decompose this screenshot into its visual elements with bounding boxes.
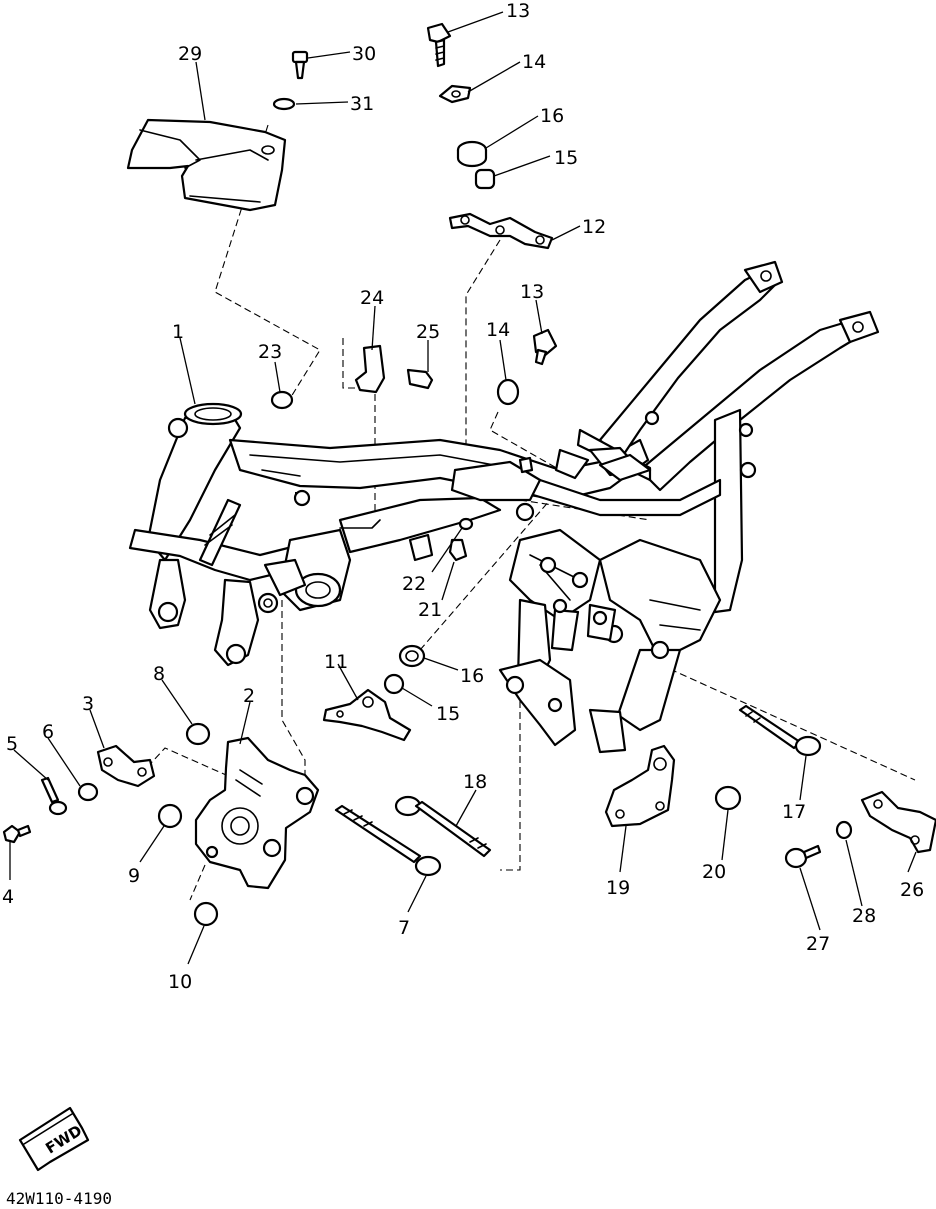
callouts: 1 2 3 4 5 6 7 8 9 10 11 12 13 13 14 14 1… <box>2 0 924 993</box>
callout-31: 31 <box>350 93 374 115</box>
bushing-part-16-top <box>456 140 488 168</box>
bolt-part-4 <box>2 824 32 844</box>
washer-part-14-top <box>438 84 472 104</box>
long-bolt-part-17 <box>738 704 822 757</box>
bolt-part-25 <box>406 368 434 390</box>
bracket-part-3 <box>96 744 156 788</box>
engine-bracket-part-2 <box>194 736 320 890</box>
bracket-part-12 <box>448 212 554 250</box>
callout-13b: 13 <box>520 281 544 303</box>
callout-14b: 14 <box>486 319 510 341</box>
main-frame <box>128 260 880 754</box>
fwd-arrow-icon: FWD <box>18 1106 90 1172</box>
callout-26: 26 <box>900 879 924 901</box>
drawing-code: 42W110-4190 <box>6 1189 112 1208</box>
callout-29: 29 <box>178 43 202 65</box>
collar-part-15-mid <box>383 673 405 695</box>
bushing-part-16-mid <box>398 644 426 668</box>
callout-15a: 15 <box>554 147 578 169</box>
callout-20: 20 <box>702 861 726 883</box>
bracket-part-19 <box>604 744 676 828</box>
callout-15b: 15 <box>436 703 460 725</box>
bolt-part-13-mid <box>532 328 558 366</box>
separate-parts <box>2 22 936 927</box>
nut-part-8 <box>185 722 211 746</box>
callout-12: 12 <box>582 216 606 238</box>
nut-part-20 <box>714 785 742 811</box>
washer-part-6 <box>77 782 99 802</box>
callout-5: 5 <box>6 733 18 755</box>
callout-28: 28 <box>852 905 876 927</box>
bracket-part-26 <box>860 790 936 854</box>
washer-part-10 <box>193 901 219 927</box>
callout-6: 6 <box>42 721 54 743</box>
callout-25: 25 <box>416 321 440 343</box>
nut-part-22 <box>458 517 474 531</box>
callout-2: 2 <box>243 685 255 707</box>
washer-part-28 <box>835 820 853 840</box>
washer-part-14-mid <box>496 378 520 406</box>
callout-11: 11 <box>324 651 348 673</box>
callout-16a: 16 <box>540 105 564 127</box>
callout-1: 1 <box>172 321 184 343</box>
callout-21: 21 <box>418 599 442 621</box>
callout-18: 18 <box>463 771 487 793</box>
callout-4: 4 <box>2 886 14 908</box>
clamp-part-24 <box>354 344 386 394</box>
bolt-part-13-top <box>426 22 452 68</box>
callout-23: 23 <box>258 341 282 363</box>
callout-7: 7 <box>398 917 410 939</box>
bolt-part-30 <box>291 50 309 80</box>
washer-part-9 <box>157 803 183 829</box>
callout-14a: 14 <box>522 51 546 73</box>
leader-lines <box>9 11 917 965</box>
bolt-part-27 <box>784 844 822 869</box>
bracket-part-11 <box>322 688 412 742</box>
washer-part-31 <box>272 97 296 111</box>
callout-9: 9 <box>128 865 140 887</box>
callout-24: 24 <box>360 287 384 309</box>
callout-19: 19 <box>606 877 630 899</box>
bolt-part-21 <box>448 538 468 562</box>
nut-part-23 <box>270 390 294 410</box>
bolt-part-5 <box>40 776 68 816</box>
cover-part-29 <box>126 118 287 212</box>
callout-22: 22 <box>402 573 426 595</box>
callout-3: 3 <box>82 693 94 715</box>
callout-8: 8 <box>153 663 165 685</box>
callout-13a: 13 <box>506 0 530 22</box>
callout-30: 30 <box>352 43 376 65</box>
callout-16b: 16 <box>460 665 484 687</box>
callout-17: 17 <box>782 801 806 823</box>
callout-10: 10 <box>168 971 192 993</box>
long-bolt-part-18 <box>394 795 492 858</box>
long-bolt-part-7 <box>334 804 442 877</box>
callout-27: 27 <box>806 933 830 955</box>
collar-part-15-top <box>474 168 496 190</box>
